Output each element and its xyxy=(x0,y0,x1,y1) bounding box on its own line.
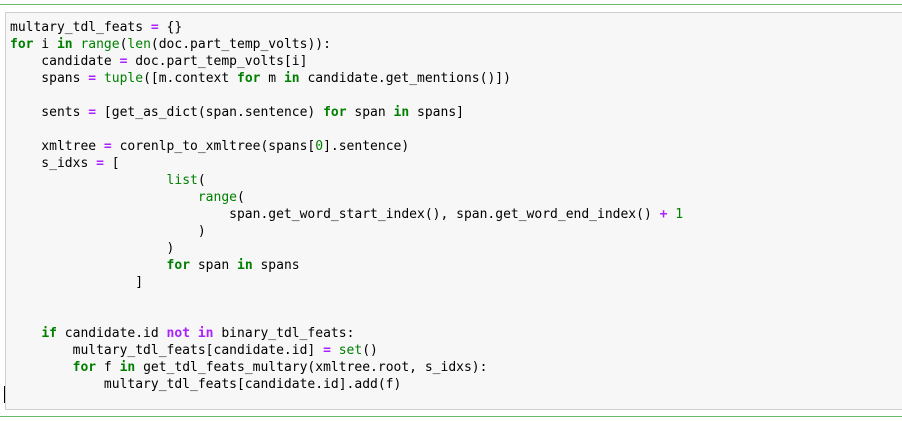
code-token-text: ([m.context xyxy=(143,71,237,86)
code-token-text: sents xyxy=(10,105,89,120)
code-token-number: 0 xyxy=(315,139,324,154)
code-line[interactable]: s_idxs = [ xyxy=(10,155,683,172)
code-token-operator: = xyxy=(88,71,97,86)
code-token-text: ( xyxy=(197,173,206,188)
code-token-text: i xyxy=(33,37,57,52)
code-token-text xyxy=(10,258,167,273)
code-token-number: 1 xyxy=(675,207,684,222)
code-token-operator: = xyxy=(88,105,97,120)
code-token-text: span xyxy=(190,258,237,273)
code-line[interactable]: multary_tdl_feats = {} xyxy=(10,19,683,36)
code-token-text: (doc.part_temp_volts)): xyxy=(150,37,331,52)
code-line[interactable] xyxy=(10,291,683,308)
code-token-text: [ xyxy=(103,156,120,171)
code-token-operator: not xyxy=(166,326,191,341)
code-token-keyword: in xyxy=(283,71,300,86)
code-token-text xyxy=(10,173,167,188)
code-token-text: doc.part_temp_volts[i] xyxy=(127,54,308,69)
code-token-keyword: if xyxy=(41,326,57,341)
code-token-text: ] xyxy=(10,275,144,290)
code-token-builtin: tuple xyxy=(103,71,144,86)
code-token-text: [get_as_dict(span.sentence) xyxy=(96,105,324,120)
code-token-text: spans] xyxy=(409,105,464,120)
code-token-keyword: in xyxy=(119,360,136,375)
code-content[interactable]: multary_tdl_feats = {}for i in range(len… xyxy=(10,19,683,410)
code-token-text xyxy=(96,71,104,86)
code-token-builtin: set xyxy=(338,343,363,358)
code-token-text: xmltree xyxy=(10,139,104,154)
code-token-text: m xyxy=(260,71,284,86)
code-editor[interactable]: multary_tdl_feats = {}for i in range(len… xyxy=(5,12,902,410)
code-line[interactable]: if candidate.id not in binary_tdl_feats: xyxy=(10,325,683,342)
code-token-text: spans xyxy=(252,258,300,273)
code-line[interactable] xyxy=(10,393,683,410)
code-token-keyword: in xyxy=(393,105,410,120)
code-token-operator: = xyxy=(119,54,128,69)
code-line[interactable]: ) xyxy=(10,240,683,257)
code-line[interactable]: sents = [get_as_dict(span.sentence) for … xyxy=(10,104,683,121)
code-token-operator: = xyxy=(150,20,159,35)
code-token-text: spans xyxy=(10,71,89,86)
code-token-text xyxy=(10,360,73,375)
code-line[interactable]: for span in spans xyxy=(10,257,683,274)
code-token-text: () xyxy=(362,343,378,358)
code-token-builtin: len xyxy=(127,37,151,52)
code-token-operator: = xyxy=(323,343,331,358)
code-line[interactable]: multary_tdl_feats[candidate.id] = set() xyxy=(10,342,683,359)
code-line[interactable]: ] xyxy=(10,274,683,291)
code-token-text: ) xyxy=(10,224,206,239)
code-token-text: ( xyxy=(236,190,245,205)
code-line[interactable]: ) xyxy=(10,223,683,240)
code-token-builtin: list xyxy=(166,173,198,188)
code-line[interactable]: candidate = doc.part_temp_volts[i] xyxy=(10,53,683,70)
code-token-keyword: for xyxy=(10,37,34,52)
code-line[interactable]: range( xyxy=(10,189,683,206)
code-token-operator: = xyxy=(96,156,104,171)
code-token-text: span.get_word_start_index(), span.get_wo… xyxy=(10,207,660,222)
code-token-text: ].sentence) xyxy=(323,139,410,154)
code-line[interactable]: list( xyxy=(10,172,683,189)
code-line[interactable] xyxy=(10,87,683,104)
code-token-text: multary_tdl_feats[candidate.id] xyxy=(10,343,324,358)
code-token-text: candidate xyxy=(10,54,120,69)
code-token-text: corenlp_to_xmltree(spans[ xyxy=(111,139,316,154)
code-line[interactable]: for f in get_tdl_feats_multary(xmltree.r… xyxy=(10,359,683,376)
code-cell[interactable]: multary_tdl_feats = {}for i in range(len… xyxy=(0,4,902,417)
code-token-text: f xyxy=(96,360,120,375)
code-token-operator: = xyxy=(103,139,112,154)
code-line[interactable]: xmltree = corenlp_to_xmltree(spans[0].se… xyxy=(10,138,683,155)
code-token-text: get_tdl_feats_multary(xmltree.root, s_id… xyxy=(135,360,488,375)
code-token-text: multary_tdl_feats[candidate.id].add(f) xyxy=(10,377,402,392)
code-token-text: ) xyxy=(10,241,175,256)
code-line[interactable]: multary_tdl_feats[candidate.id].add(f) xyxy=(10,376,683,393)
code-line[interactable] xyxy=(10,121,683,138)
code-token-text: ( xyxy=(119,37,128,52)
code-token-text xyxy=(10,326,41,341)
code-line[interactable]: spans = tuple([m.context for m in candid… xyxy=(10,70,683,87)
code-token-text xyxy=(331,343,339,358)
code-token-text xyxy=(10,190,198,205)
code-token-keyword: for xyxy=(237,71,261,86)
code-token-keyword: for xyxy=(166,258,191,273)
code-token-text: binary_tdl_feats: xyxy=(213,326,355,341)
code-token-text: s_idxs xyxy=(10,156,97,171)
code-token-text: candidate.id xyxy=(56,326,167,341)
code-token-keyword: in xyxy=(56,37,73,52)
code-token-keyword: for xyxy=(72,360,97,375)
code-token-text: candidate.get_mentions()]) xyxy=(299,71,511,86)
code-token-text: span xyxy=(346,105,394,120)
code-token-text: {} xyxy=(158,20,183,35)
code-token-text xyxy=(190,326,198,341)
code-line[interactable]: for i in range(len(doc.part_temp_volts))… xyxy=(10,36,683,53)
code-token-builtin: range xyxy=(197,190,237,205)
code-token-builtin: range xyxy=(80,37,120,52)
code-token-operator: + xyxy=(659,207,668,222)
code-token-text: multary_tdl_feats xyxy=(10,20,151,35)
code-token-keyword: for xyxy=(323,105,347,120)
code-line[interactable]: span.get_word_start_index(), span.get_wo… xyxy=(10,206,683,223)
code-token-keyword: in xyxy=(237,258,253,273)
code-line[interactable] xyxy=(10,308,683,325)
text-cursor xyxy=(4,386,5,403)
code-token-operator: in xyxy=(197,326,214,341)
